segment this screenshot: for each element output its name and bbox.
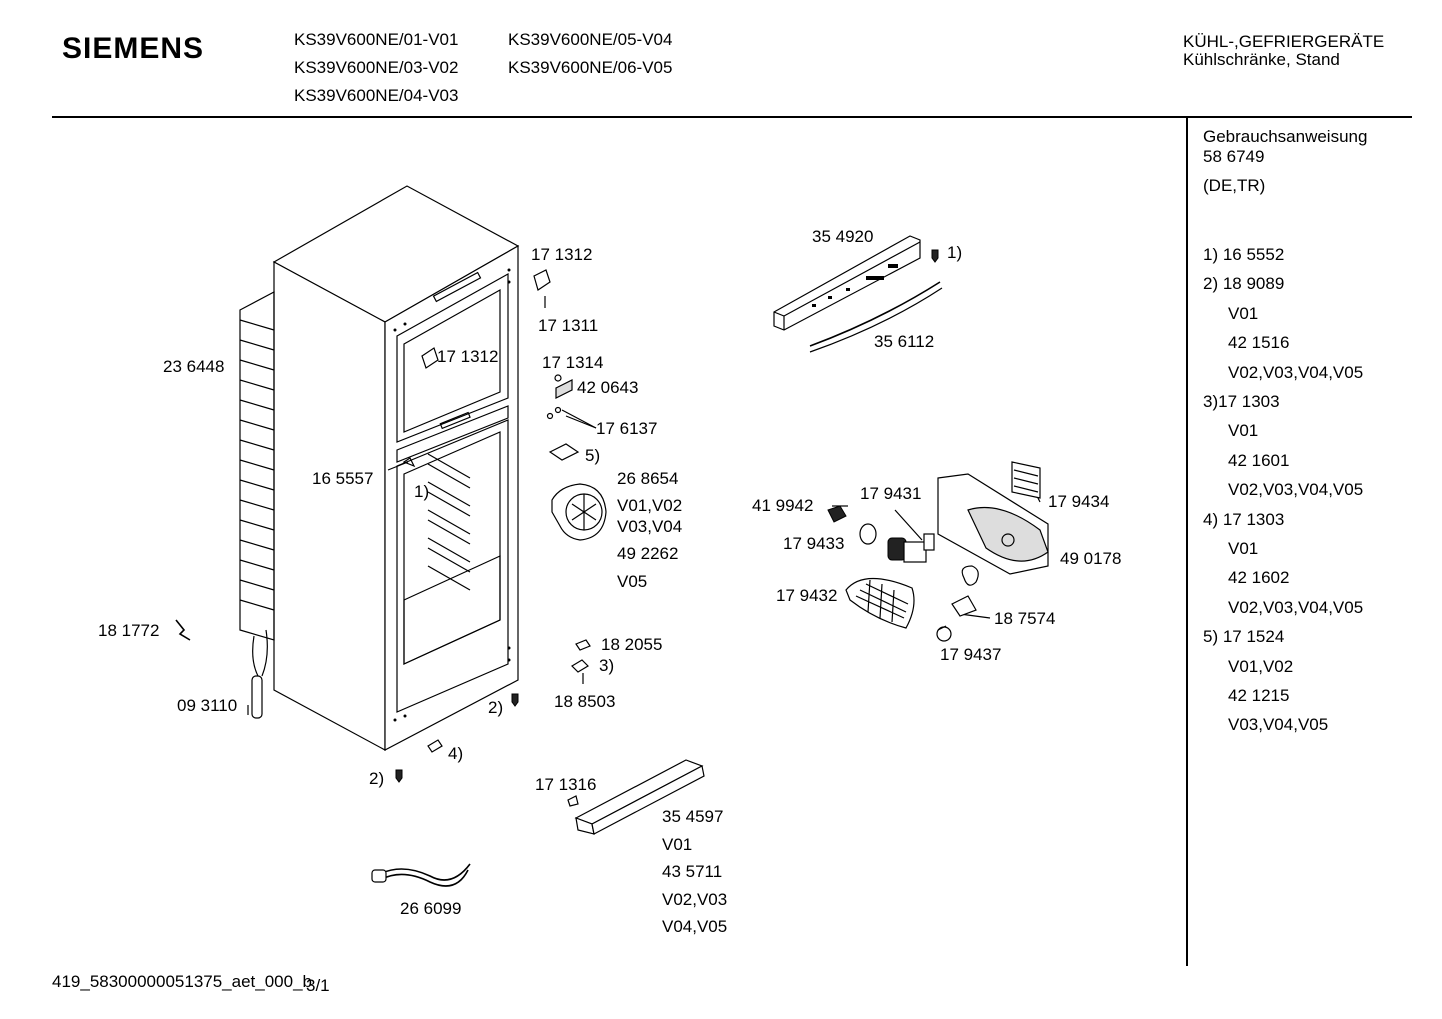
model-03: KS39V600NE/03-V02 <box>294 58 459 77</box>
label-187574: 18 7574 <box>994 609 1056 628</box>
footnote-entry: 5) 17 1524 <box>1203 627 1285 647</box>
footnote-entry: 42 1601 <box>1228 450 1290 470</box>
label-footnote-1b: 1) <box>947 243 963 262</box>
label-093110: 09 3110 <box>177 696 238 715</box>
label-356112: 35 6112 <box>874 332 935 351</box>
footnote-entry: V01,V02 <box>1228 656 1294 676</box>
footnote-entry: V02,V03,V04,V05 <box>1228 480 1364 500</box>
drain-tube <box>247 675 263 719</box>
label-179432: 17 9432 <box>776 586 838 605</box>
label-171312-b: 17 1312 <box>437 347 499 366</box>
footnote-entry: V02,V03,V04,V05 <box>1228 362 1364 382</box>
brand-logo: SIEMENS <box>62 32 205 65</box>
label-171312-a: 17 1312 <box>531 245 593 264</box>
condenser-coil <box>239 291 275 677</box>
label-268654: 26 8654 <box>617 469 679 488</box>
label-footnote-4: 4) <box>448 744 464 763</box>
label-354920: 35 4920 <box>812 227 874 246</box>
label-v05: V05 <box>617 572 648 591</box>
label-179434: 17 9434 <box>1048 492 1110 511</box>
footnote-entry: V03,V04,V05 <box>1228 715 1329 735</box>
manual-number: 58 6749 <box>1203 147 1265 166</box>
label-176137: 17 6137 <box>596 419 658 438</box>
category-subtitle: Kühlschränke, Stand <box>1183 50 1340 69</box>
footer-code: 419_58300000051375_aet_000_b3/1 <box>52 972 336 995</box>
side-divider <box>1186 118 1188 966</box>
label-v01: V01 <box>662 835 693 854</box>
label-419942: 41 9942 <box>752 496 814 515</box>
label-490178: 49 0178 <box>1060 549 1122 568</box>
label-v03v04: V03,V04 <box>617 517 683 536</box>
label-492262: 49 2262 <box>617 544 679 563</box>
light-assembly <box>937 461 1049 575</box>
manual-languages: (DE,TR) <box>1203 176 1266 195</box>
footnote-entry: 42 1516 <box>1228 333 1290 353</box>
label-165557: 16 5557 <box>312 469 374 488</box>
label-420643: 42 0643 <box>577 378 639 397</box>
label-188503: 18 8503 <box>554 692 616 711</box>
footnote-entry: 4) 17 1303 <box>1203 509 1285 529</box>
control-panel <box>773 235 943 353</box>
label-footnote-2a: 2) <box>488 698 504 717</box>
model-04: KS39V600NE/04-V03 <box>294 86 459 105</box>
footnote-entry: 1) 16 5552 <box>1203 245 1285 264</box>
label-171314: 17 1314 <box>542 353 604 372</box>
label-435711: 43 5711 <box>662 862 723 881</box>
label-171316: 17 1316 <box>535 775 597 794</box>
footnote-entry: V02,V03,V04,V05 <box>1228 597 1364 617</box>
model-05: KS39V600NE/05-V04 <box>508 30 673 49</box>
label-footnote-2b: 2) <box>369 769 385 788</box>
label-236448: 23 6448 <box>163 357 225 376</box>
footnote-entry: V01 <box>1228 539 1259 558</box>
label-266099: 26 6099 <box>400 899 462 918</box>
label-footnote-1a: 1) <box>414 482 430 501</box>
label-171311: 17 1311 <box>538 316 599 335</box>
footer-code-text: 419_58300000051375_aet_000_b <box>52 972 312 991</box>
label-182055: 18 2055 <box>601 635 663 654</box>
model-06: KS39V600NE/06-V05 <box>508 58 673 77</box>
footnote-entry: V01 <box>1228 421 1259 441</box>
footnote-entry: 42 1215 <box>1228 686 1290 705</box>
label-179437: 17 9437 <box>940 645 1002 664</box>
label-footnote-5: 5) <box>585 446 601 465</box>
label-181772: 18 1772 <box>98 621 160 640</box>
label-179433: 17 9433 <box>783 534 845 553</box>
label-v04v05: V04,V05 <box>662 917 728 936</box>
header-divider <box>52 116 1412 118</box>
label-v02v03: V02,V03 <box>662 890 728 909</box>
power-cord <box>371 863 471 887</box>
manual-title: Gebrauchsanweisung <box>1203 127 1368 146</box>
model-01: KS39V600NE/01-V01 <box>294 30 459 49</box>
clip-icon <box>175 619 191 641</box>
footer-page: 3/1 <box>306 976 330 995</box>
footnote-entry: 2) 18 9089 <box>1203 274 1285 294</box>
bottom-grille <box>567 759 705 835</box>
category-title: KÜHL-,GEFRIERGERÄTE <box>1183 32 1385 51</box>
bulb-socket <box>827 505 935 563</box>
label-354597: 35 4597 <box>662 807 724 826</box>
label-v01v02: V01,V02 <box>617 496 683 515</box>
footnote-entry: 3)17 1303 <box>1203 392 1280 411</box>
label-footnote-3: 3) <box>599 656 615 675</box>
fastener-parts <box>395 639 591 783</box>
switch-parts <box>936 565 979 642</box>
label-179431: 17 9431 <box>860 484 922 503</box>
footnote-entry: 42 1602 <box>1228 568 1290 588</box>
lamp-cover <box>845 577 915 629</box>
refrigerator-cabinet <box>272 185 520 752</box>
fan-cover <box>551 483 607 541</box>
bracket-parts <box>402 269 580 468</box>
footnote-entry: V01 <box>1228 303 1259 323</box>
